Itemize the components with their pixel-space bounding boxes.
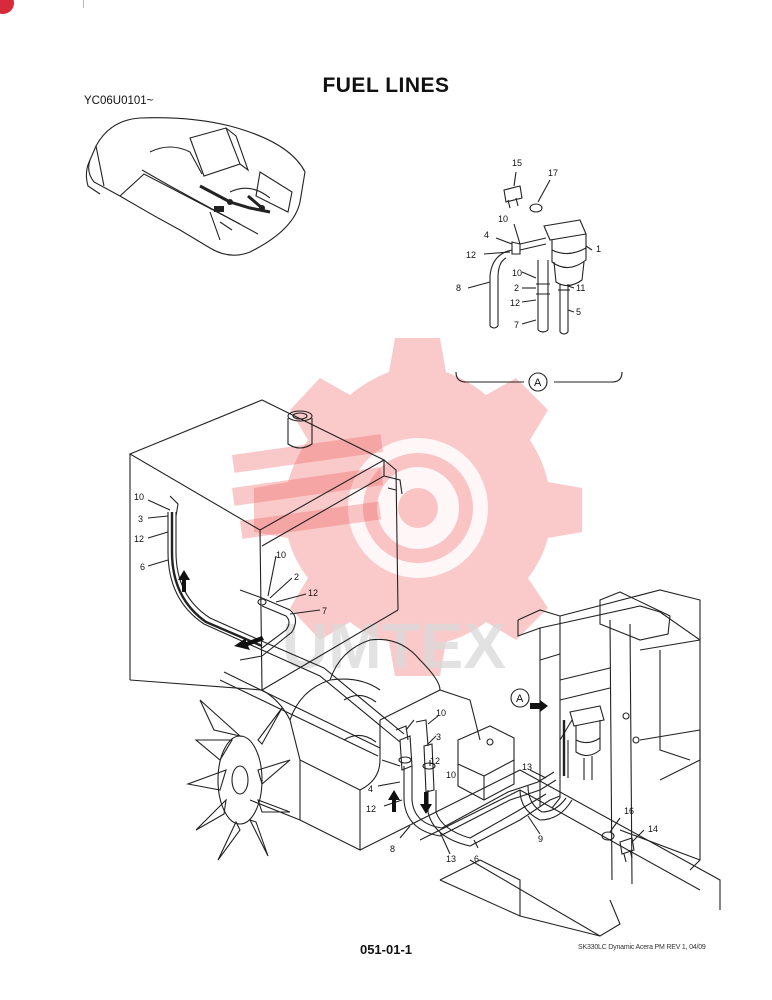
callout-engine-3: 3 — [436, 732, 441, 742]
view-label-a: A — [534, 377, 542, 389]
view-label-a-main: A — [516, 693, 524, 705]
callout-outlet-7: 7 — [322, 606, 327, 616]
callout-engine-6: 6 — [474, 854, 479, 864]
callout-engine-13b: 13 — [522, 762, 532, 772]
callout-tank-6: 6 — [140, 562, 145, 572]
callout-12b: 12 — [510, 298, 520, 308]
callout-tank-12: 12 — [134, 534, 144, 544]
page-title: FUEL LINES — [322, 74, 450, 97]
callout-7: 7 — [514, 320, 519, 330]
callout-17: 17 — [548, 168, 558, 178]
callout-tank-3: 3 — [138, 514, 143, 524]
callout-engine-4: 4 — [368, 784, 373, 794]
manual-reference: SK330LC Dynamic Acera PM REV 1, 04/09 — [578, 944, 706, 951]
callout-4: 4 — [484, 230, 489, 240]
callout-outlet-12: 12 — [308, 588, 318, 598]
callout-1: 1 — [596, 244, 601, 254]
detail-view-a-drawing: 15 17 10 4 12 1 10 2 11 8 12 5 7 A — [455, 158, 623, 392]
watermark-text: UMTEX — [282, 610, 506, 682]
callout-15: 15 — [512, 158, 522, 168]
corner-badge — [0, 0, 14, 14]
page-number: 051-01-1 — [359, 942, 413, 957]
callout-engine-12: 12 — [430, 756, 440, 766]
machine-overview-sketch — [85, 117, 306, 256]
callout-12: 12 — [466, 250, 476, 260]
callout-outlet-10: 10 — [276, 550, 286, 560]
callout-outlet-2: 2 — [294, 572, 299, 582]
callout-16: 16 — [624, 806, 634, 816]
callout-8: 8 — [456, 283, 461, 293]
callout-11: 11 — [576, 283, 585, 293]
callout-engine-8: 8 — [390, 844, 395, 854]
callout-2: 2 — [514, 283, 519, 293]
callout-engine-13: 13 — [446, 854, 456, 864]
callout-10: 10 — [498, 214, 508, 224]
callout-tank-10: 10 — [134, 492, 144, 502]
callout-engine-10: 10 — [436, 708, 446, 718]
serial-range: YC06U0101~ — [84, 95, 154, 107]
corner-tick — [83, 0, 84, 8]
callout-5: 5 — [576, 307, 581, 317]
callout-engine-9: 9 — [538, 834, 543, 844]
callout-engine-12b: 12 — [366, 804, 376, 814]
callout-engine-10b: 10 — [446, 770, 456, 780]
callout-10b: 10 — [512, 268, 522, 278]
callout-14: 14 — [648, 824, 658, 834]
